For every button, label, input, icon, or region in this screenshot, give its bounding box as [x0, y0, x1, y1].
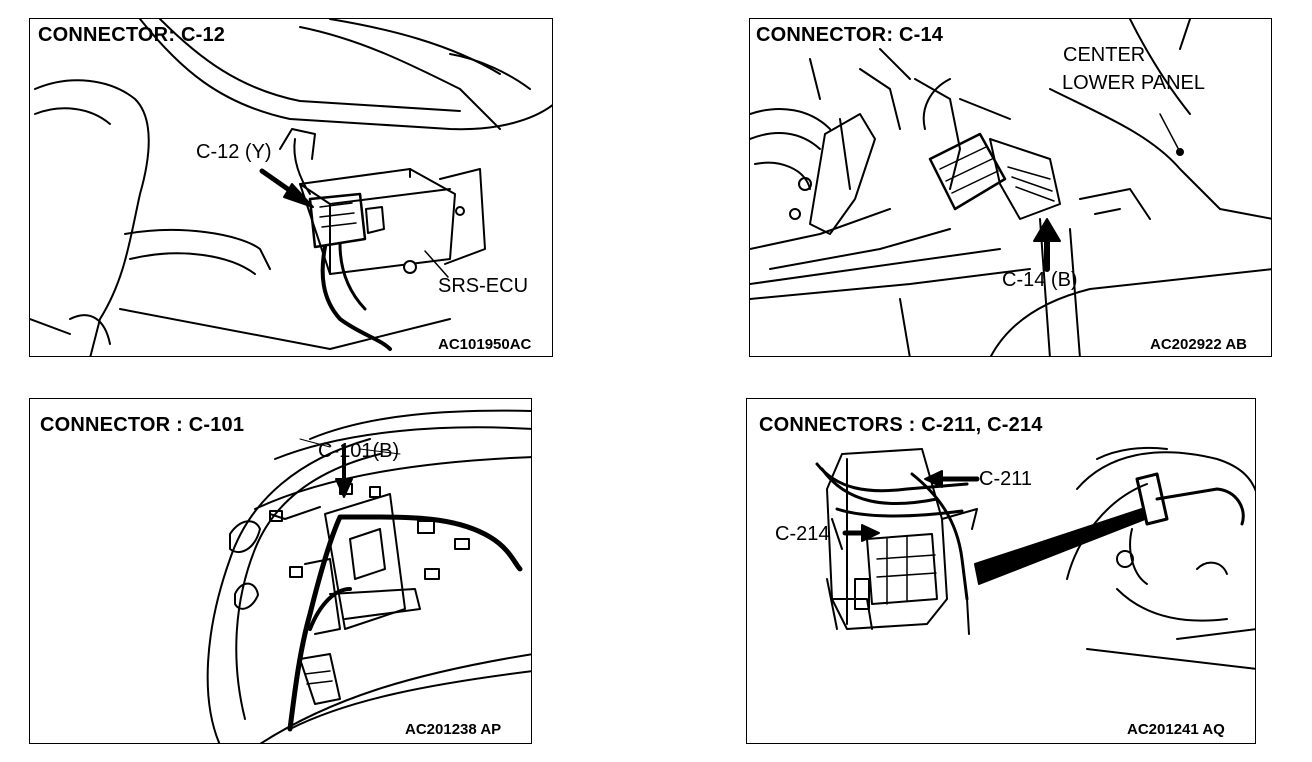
connector-label-c14: C-14 (B) [1002, 269, 1078, 291]
panel-title: CONNECTORS : C-211, C-214 [759, 414, 1043, 436]
figure-code: AC202922 AB [1150, 336, 1247, 353]
diagram-panel-c211-c214: CONNECTORS : C-211, C-214 C-211 C-214 AC… [746, 398, 1256, 744]
c12-illustration [30, 19, 552, 356]
panel-title: CONNECTOR : C-101 [40, 414, 245, 436]
figure-code: AC101950AC [438, 336, 532, 353]
figure-code: AC201241 AQ [1127, 721, 1225, 738]
c14-illustration [750, 19, 1271, 356]
center-panel-label-line1: CENTER [1063, 44, 1146, 66]
connector-label-c101: C-101(B) [318, 440, 400, 462]
figure-code: AC201238 AP [405, 721, 502, 738]
diagram-panel-c12: CONNECTOR: C-12 C-12 (Y) SRS-ECU AC10195… [29, 18, 553, 357]
connector-label-c12: C-12 (Y) [196, 141, 272, 163]
c101-illustration [206, 409, 531, 743]
c211-c214-illustration [815, 446, 1255, 670]
srs-ecu-label: SRS-ECU [438, 275, 529, 297]
diagram-panel-c101: CONNECTOR : C-101 C-101(B) AC201238 AP [29, 398, 532, 744]
center-panel-label-line2: LOWER PANEL [1062, 72, 1205, 94]
diagram-panel-c14: CONNECTOR: C-14 CENTER LOWER PANEL C-14 … [749, 18, 1272, 357]
connector-label-c214: C-214 [775, 523, 830, 545]
connector-label-c211: C-211 [979, 468, 1032, 490]
panel-title: CONNECTOR: C-14 [756, 24, 944, 46]
panel-title: CONNECTOR: C-12 [38, 24, 226, 46]
